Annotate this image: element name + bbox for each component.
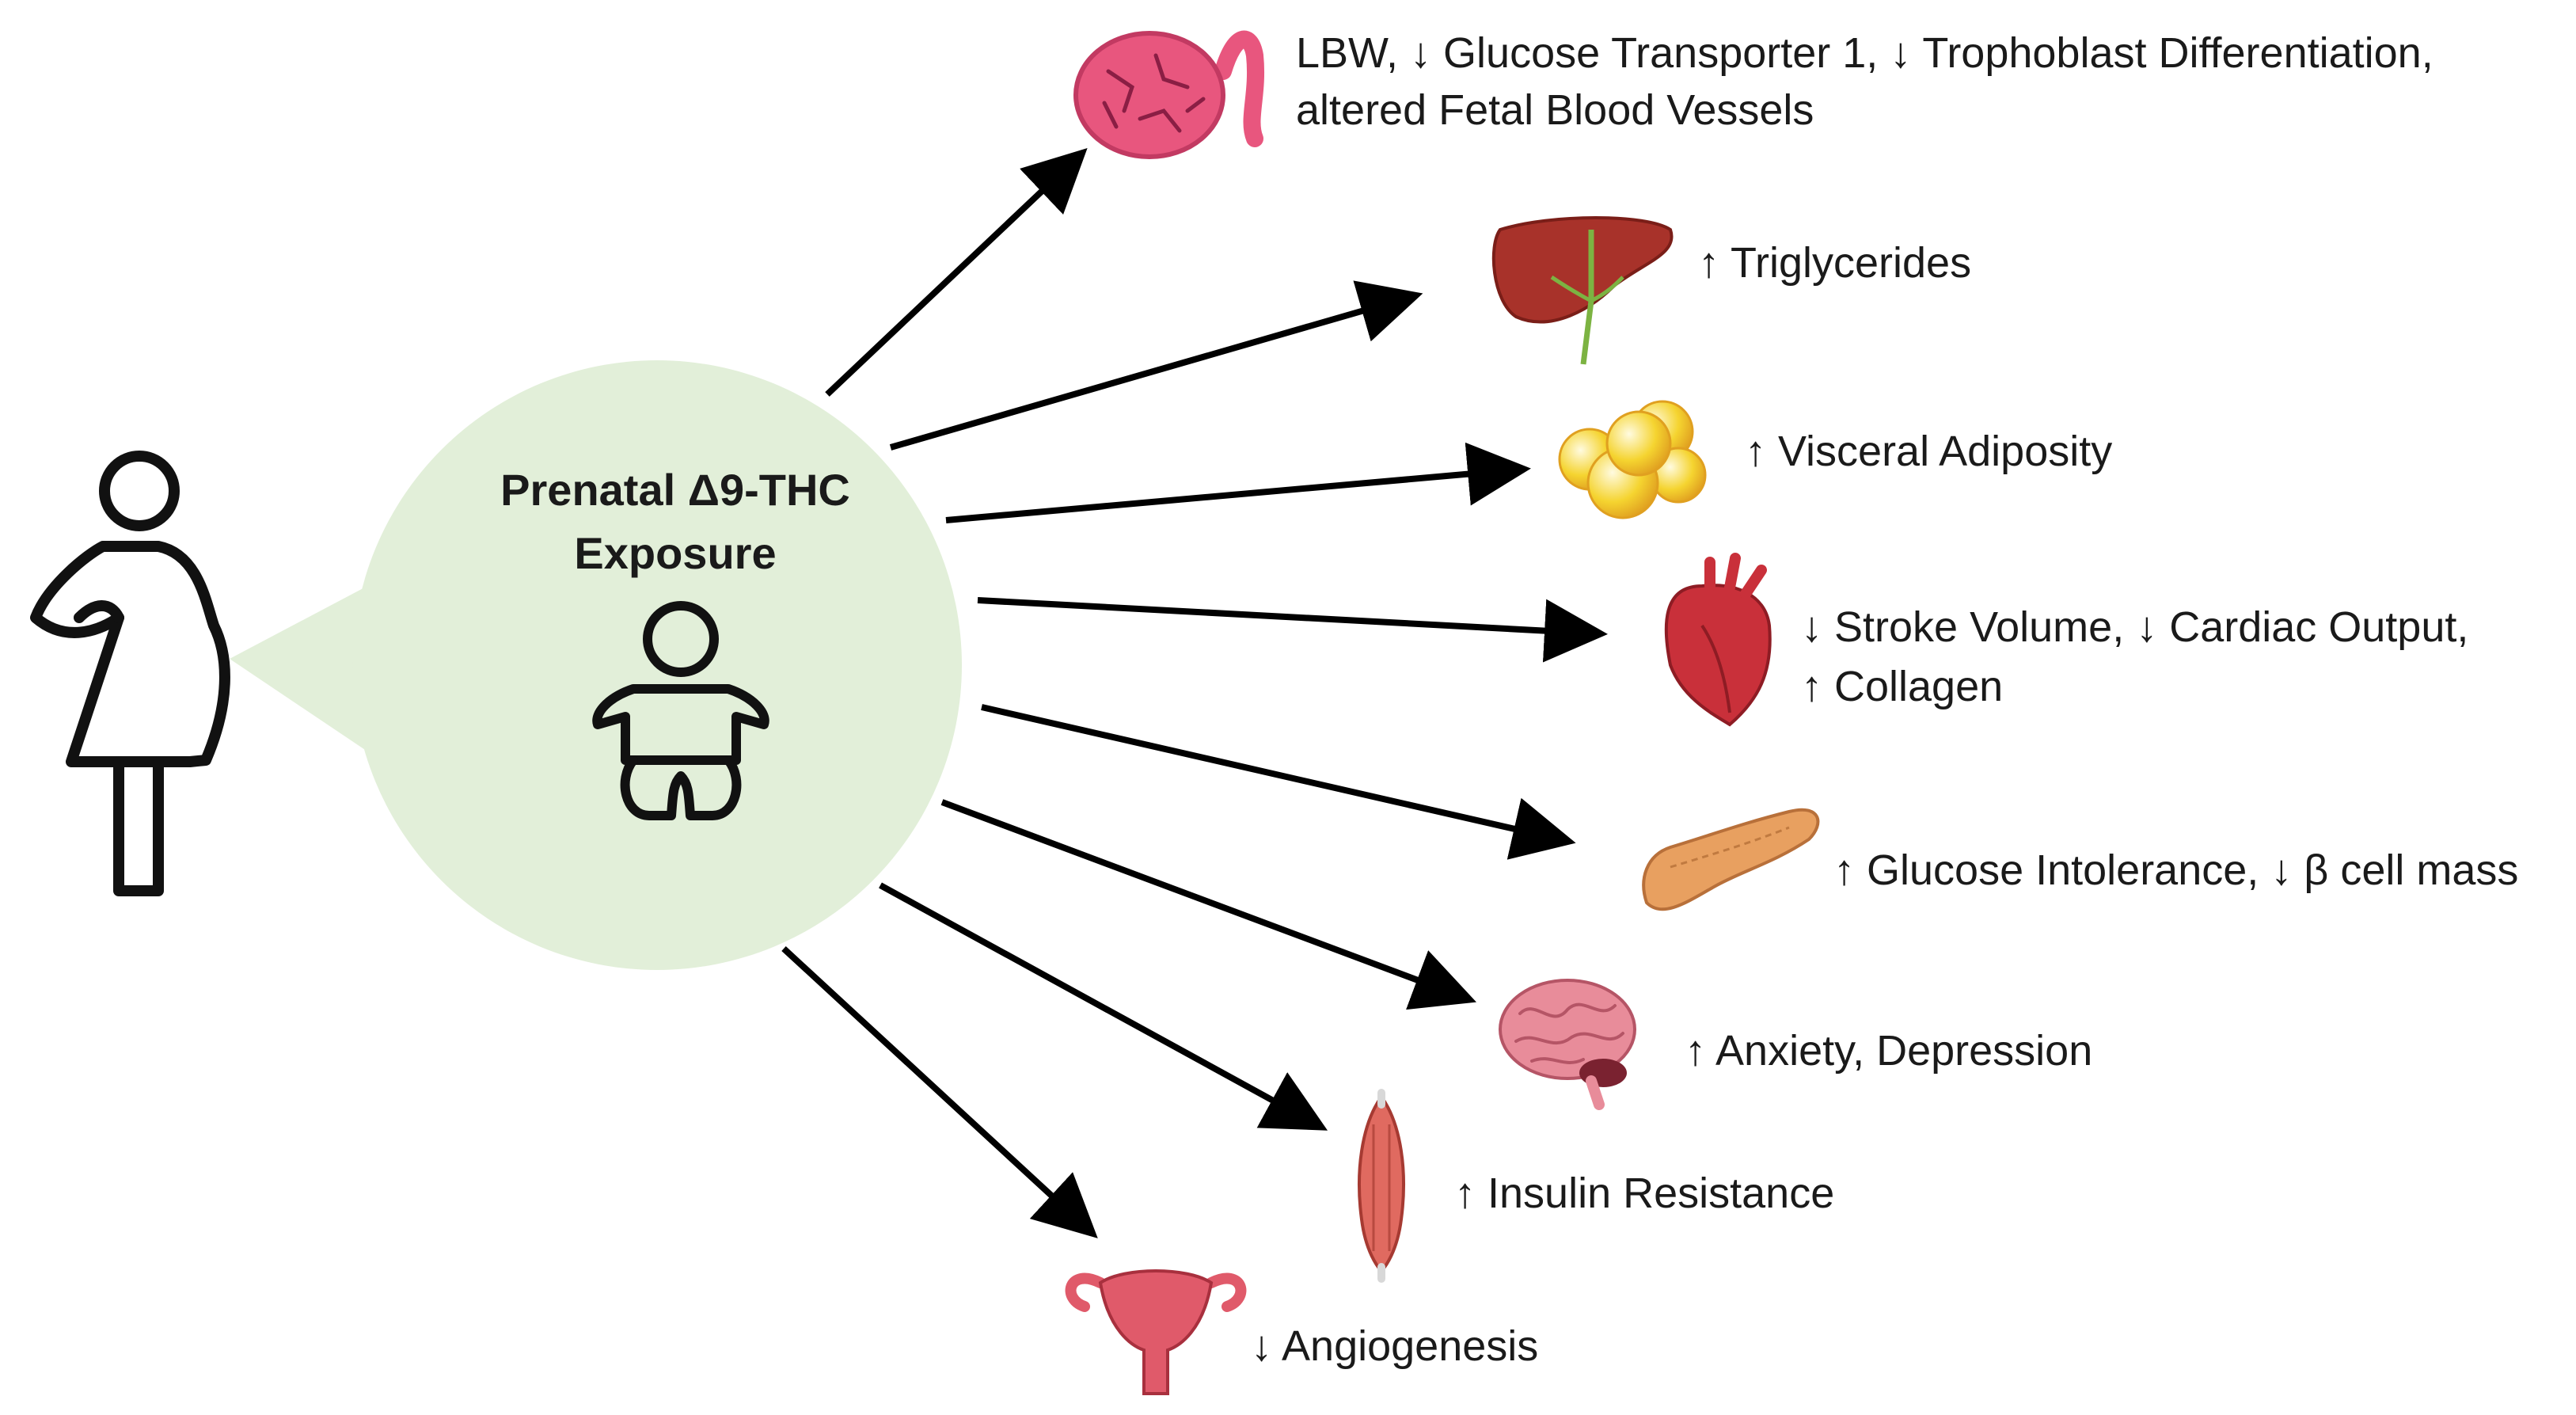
adipose-cells-icon	[1558, 400, 1707, 519]
center-title-line2: Exposure	[574, 528, 776, 578]
label-placenta-line2: altered Fetal Blood Vessels	[1296, 86, 1814, 134]
arrow-liver	[889, 280, 1423, 451]
label-liver: ↑ Triglycerides	[1698, 239, 1971, 287]
arrow-placenta	[825, 148, 1088, 397]
baby-icon	[592, 601, 769, 820]
label-uterus: ↓ Angiogenesis	[1251, 1322, 1538, 1370]
liver-icon	[1491, 216, 1674, 365]
effect-labels: LBW, ↓ Glucose Transporter 1, ↓ Trophobl…	[1251, 29, 2518, 1370]
arrow-adipose	[945, 442, 1531, 523]
center-title-line1: Prenatal Δ9-THC	[500, 465, 850, 515]
label-adipose: ↑ Visceral Adiposity	[1745, 428, 2112, 475]
arrow-muscle	[879, 882, 1328, 1131]
heart-icon	[1664, 553, 1772, 727]
pancreas-icon	[1642, 808, 1820, 911]
label-pancreas: ↑ Glucose Intolerance, ↓ β cell mass	[1833, 846, 2518, 894]
muscle-icon	[1358, 1089, 1405, 1283]
uterus-icon	[1065, 1269, 1247, 1395]
arrows	[781, 148, 1608, 1238]
placenta-icon	[1073, 30, 1265, 159]
label-heart-line2: ↑ Collagen	[1801, 663, 2003, 710]
arrow-heart	[977, 597, 1608, 663]
pregnant-woman-icon	[30, 451, 230, 896]
label-muscle: ↑ Insulin Resistance	[1454, 1170, 1834, 1217]
label-placenta-line1: LBW, ↓ Glucose Transporter 1, ↓ Trophobl…	[1296, 29, 2434, 77]
label-brain: ↑ Anxiety, Depression	[1685, 1027, 2092, 1075]
arrow-uterus	[781, 946, 1098, 1238]
arrow-pancreas	[981, 704, 1576, 860]
label-heart-line1: ↓ Stroke Volume, ↓ Cardiac Output,	[1801, 603, 2468, 651]
arrow-brain	[940, 799, 1476, 1010]
speech-bubble	[230, 360, 962, 970]
brain-icon	[1499, 979, 1636, 1110]
